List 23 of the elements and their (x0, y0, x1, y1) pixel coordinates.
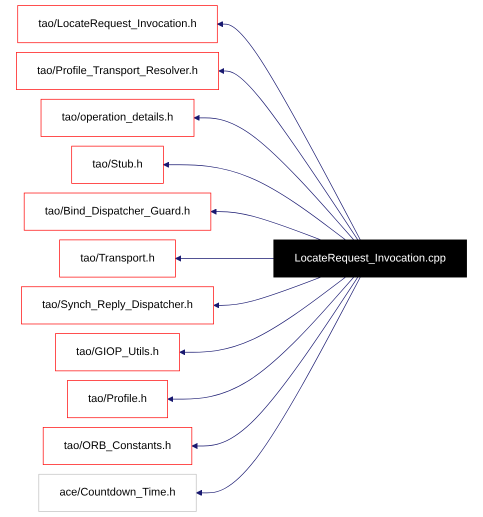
node-box: tao/operation_details.h (40, 98, 194, 137)
node-box: tao/Bind_Dispatcher_Guard.h (24, 192, 212, 231)
node-box: tao/Synch_Reply_Dispatcher.h (21, 286, 214, 324)
node-box: tao/Transport.h (59, 240, 176, 278)
node-box: tao/Profile.h (67, 380, 168, 418)
arrow (167, 276, 354, 402)
node-box: LocateRequest_Invocation.cpp (273, 240, 467, 278)
arrow (175, 255, 274, 262)
arrow (213, 276, 322, 308)
node-box: tao/Stub.h (71, 146, 164, 184)
arrow (196, 276, 361, 496)
node-box: tao/ORB_Constants.h (42, 427, 192, 465)
arrow (210, 208, 322, 240)
node-box: ace/Countdown_Time.h (38, 474, 197, 512)
arrow (194, 114, 354, 240)
arrow (217, 21, 361, 240)
arrow (192, 276, 358, 450)
node-box: tao/GIOP_Utils.h (55, 333, 180, 372)
arrow (163, 162, 346, 240)
arrow (179, 276, 346, 356)
node-box: tao/Profile_Transport_Resolver.h (16, 52, 219, 90)
node-box: tao/LocateRequest_Invocation.h (17, 5, 218, 44)
arrow (218, 68, 358, 240)
